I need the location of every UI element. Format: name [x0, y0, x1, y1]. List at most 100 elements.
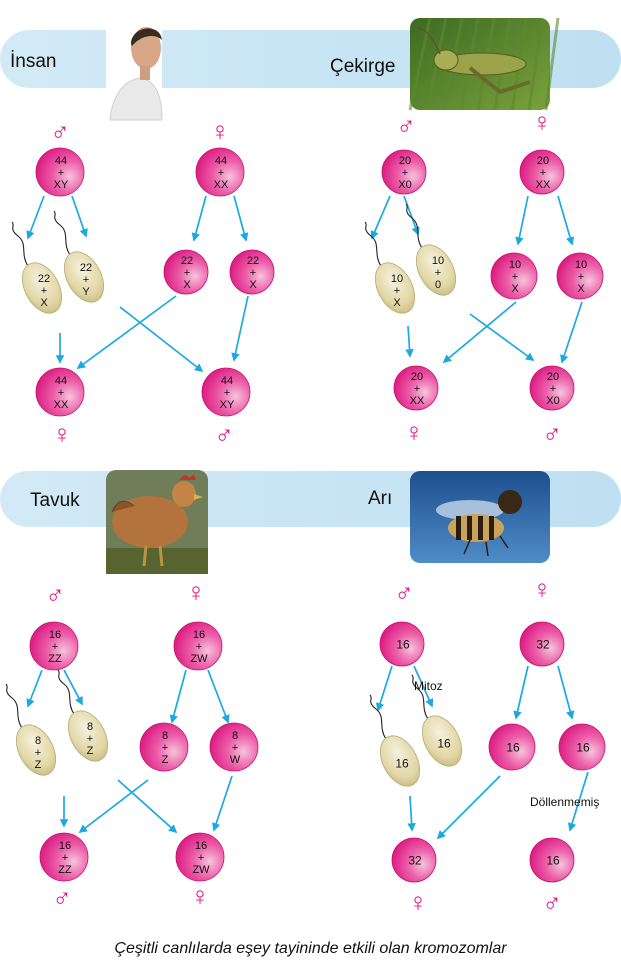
egg-cell: 22+X — [229, 249, 275, 295]
sperm-cell: 16 — [369, 694, 421, 787]
parent-male-cell: 44+XY — [35, 147, 85, 197]
sperm-head — [15, 724, 57, 776]
male-symbol-icon: ♂ — [50, 116, 70, 146]
chromosome-label: + — [58, 167, 64, 179]
parent-female-cell: 44+XX — [195, 147, 245, 197]
cell-body — [393, 365, 439, 411]
arrow — [212, 775, 233, 832]
chromosome-label: + — [35, 747, 41, 759]
male-symbol-icon: ♂ — [396, 110, 416, 140]
cell-body — [529, 365, 575, 411]
egg-cell: 22+X — [163, 249, 209, 295]
cell-body — [229, 249, 275, 295]
cell-body — [379, 621, 425, 667]
sperm-head — [415, 244, 457, 296]
offspring-cell: 44+XY — [201, 367, 251, 417]
arrow — [567, 771, 589, 832]
chromosome-label: XX — [214, 179, 229, 191]
male-symbol-icon: ♂ — [542, 887, 562, 917]
arrow — [515, 195, 529, 246]
female-symbol-icon: ♀ — [532, 107, 552, 137]
cell-body — [519, 149, 565, 195]
photos — [106, 14, 560, 574]
panel-title: Çekirge — [330, 56, 395, 77]
sperm-head — [421, 715, 463, 767]
chromosome-label: + — [162, 742, 168, 754]
arrow — [407, 795, 416, 832]
arrow — [119, 306, 204, 373]
sperm-head — [379, 735, 421, 787]
arrow — [117, 779, 178, 834]
cell-body — [139, 722, 189, 772]
chromosome-label: + — [232, 742, 238, 754]
arrow — [78, 779, 149, 834]
chromosome-label: 22 — [181, 255, 193, 267]
chromosome-label: 20 — [537, 155, 549, 167]
sperm-tail — [405, 203, 423, 249]
egg-cell: 10+X — [556, 252, 604, 300]
chromosome-label: 10 — [575, 259, 587, 271]
sperm-head — [374, 262, 416, 314]
sperm-head — [21, 262, 63, 314]
egg-cell: 8+W — [209, 722, 259, 772]
cell-body — [175, 832, 225, 882]
chromosome-label: + — [196, 641, 202, 653]
cell-body — [195, 147, 245, 197]
chromosome-label: + — [512, 271, 518, 283]
chromosome-label: + — [52, 641, 58, 653]
chromosome-label: Y — [82, 286, 90, 298]
cell-body — [381, 149, 427, 195]
chromosome-label: 16 — [193, 629, 205, 641]
chromosome-label: X — [393, 297, 401, 309]
cell-body — [209, 722, 259, 772]
chromosome-label: 8 — [87, 721, 93, 733]
female-symbol-icon: ♀ — [190, 881, 210, 911]
cell-body — [556, 252, 604, 300]
arrow — [169, 669, 187, 724]
parent-male-cell: 16+ZZ — [29, 621, 79, 671]
chromosome-label: 16 — [59, 840, 71, 852]
sperm-tail — [364, 221, 382, 267]
human-photo-icon — [106, 14, 163, 121]
chromosome-label: + — [58, 387, 64, 399]
male-symbol-icon: ♂ — [542, 418, 562, 448]
cell-body — [529, 837, 575, 883]
chromosome-label: XX — [54, 399, 69, 411]
chromosome-label: + — [62, 852, 68, 864]
arrow — [557, 195, 575, 246]
sperm-cell: 10+0 — [405, 203, 457, 296]
chromosome-label: X — [249, 279, 257, 291]
panels: İnsan♂♀44+XY44+XX22+X22+Y22+X22+X44+XX♀4… — [5, 51, 606, 917]
arrow — [76, 295, 177, 370]
chromosome-label: 44 — [55, 375, 67, 387]
arrow — [557, 665, 575, 720]
arrow — [376, 665, 393, 712]
panel-tavuk: Tavuk♂♀16+ZZ16+ZW8+Z8+Z8+Z8+W16+ZZ♂16+ZW… — [5, 490, 259, 912]
chromosome-label: XY — [54, 179, 69, 191]
chromosome-label: + — [250, 267, 256, 279]
arrow — [469, 313, 535, 362]
male-symbol-icon: ♂ — [52, 882, 72, 912]
chromosome-label: 32 — [536, 637, 550, 651]
cell-body — [163, 249, 209, 295]
chromosome-label: + — [87, 733, 93, 745]
chromosome-label: + — [550, 383, 556, 395]
female-symbol-icon: ♀ — [404, 417, 424, 447]
chromosome-label: 16 — [437, 736, 451, 750]
arrow — [403, 195, 420, 236]
offspring-cell: 20+XX — [393, 365, 439, 411]
arrow — [436, 775, 501, 840]
male-symbol-icon: ♂ — [214, 419, 234, 449]
chromosome-label: 10 — [509, 259, 521, 271]
chromosome-label: 44 — [221, 375, 233, 387]
arrow — [191, 195, 207, 242]
female-symbol-icon: ♀ — [210, 116, 230, 146]
arrow — [71, 195, 88, 238]
chromosome-label: W — [230, 754, 241, 766]
sperm-tail — [369, 694, 387, 740]
female-symbol-icon: ♀ — [186, 577, 206, 607]
chromosome-label: 20 — [547, 371, 559, 383]
chromosome-label: 22 — [38, 273, 50, 285]
chromosome-label: 16 — [396, 637, 410, 651]
cell-body — [490, 252, 538, 300]
